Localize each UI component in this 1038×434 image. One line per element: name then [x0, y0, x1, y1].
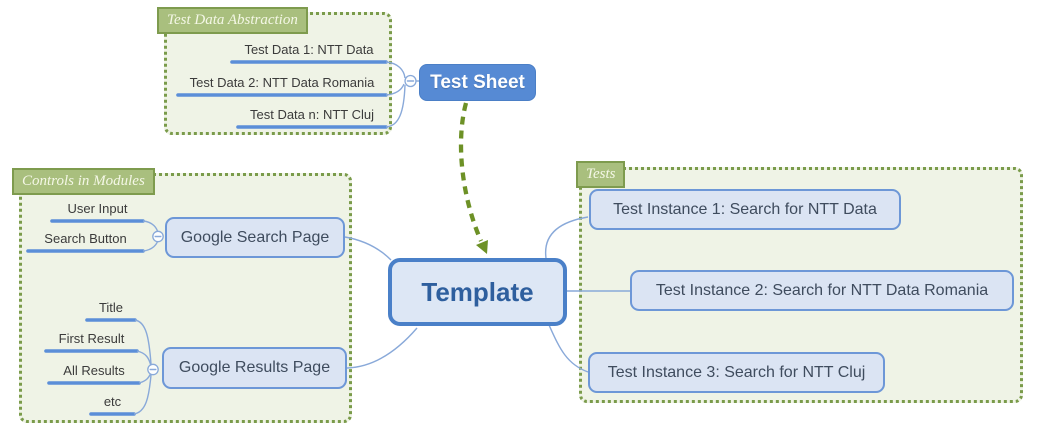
branch-label-test-data-n[interactable]: Test Data n: NTT Cluj [249, 107, 375, 122]
node-test-sheet[interactable]: Test Sheet [419, 64, 536, 101]
branch-bracket [138, 372, 152, 384]
node-template[interactable]: Template [388, 258, 567, 326]
branch-label-test-data-1[interactable]: Test Data 1: NTT Data [244, 42, 374, 57]
connector-template-test-instance-1 [544, 216, 589, 259]
branch-label-user-input[interactable]: User Input [67, 201, 128, 216]
branch-label-all-results[interactable]: All Results [63, 363, 125, 378]
group-label-test-data-abstraction[interactable]: Test Data Abstraction [157, 7, 308, 34]
node-google-search-page[interactable]: Google Search Page [165, 217, 345, 258]
branch-bracket [385, 83, 405, 96]
connector-template-search-page [344, 236, 392, 261]
branch-bracket [385, 61, 406, 79]
node-google-results-page[interactable]: Google Results Page [162, 347, 347, 389]
node-test-instance-3[interactable]: Test Instance 3: Search for NTT Cluj [588, 352, 885, 393]
branch-label-title[interactable]: Title [98, 300, 124, 315]
collapse-minus-icon[interactable] [152, 230, 164, 243]
branch-label-first-result[interactable]: First Result [58, 331, 125, 346]
relationship-arrowhead [476, 240, 488, 254]
group-label-tests[interactable]: Tests [576, 161, 626, 188]
branch-bracket [134, 319, 152, 365]
branch-label-etc[interactable]: etc [103, 394, 122, 409]
collapse-minus-icon[interactable] [147, 363, 159, 376]
connector-template-results-page [346, 327, 418, 369]
branch-bracket [136, 350, 152, 367]
group-label-controls-in-modules[interactable]: Controls in Modules [12, 168, 155, 195]
connector-template-test-instance-3 [548, 324, 589, 373]
branch-bracket [385, 84, 406, 128]
branch-label-test-data-2[interactable]: Test Data 2: NTT Data Romania [189, 75, 375, 90]
relationship-arrow[interactable] [458, 102, 483, 242]
collapse-minus-icon[interactable] [404, 74, 417, 88]
branch-label-search-button[interactable]: Search Button [44, 231, 127, 246]
branch-bracket [133, 374, 152, 415]
node-test-instance-2[interactable]: Test Instance 2: Search for NTT Data Rom… [630, 270, 1014, 311]
node-test-instance-1[interactable]: Test Instance 1: Search for NTT Data [589, 189, 901, 230]
